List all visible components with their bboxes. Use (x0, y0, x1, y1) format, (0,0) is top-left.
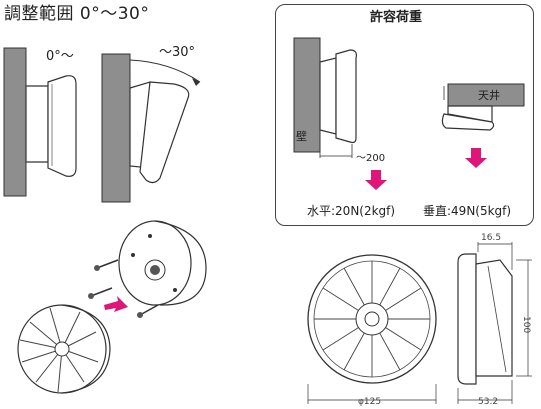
mount-body-0deg (25, 85, 49, 163)
screw-1 (94, 259, 119, 271)
wall-panel-mid (101, 53, 131, 203)
distance-label: 〜200 (356, 153, 386, 164)
angle-label-thirty: 〜30° (159, 45, 196, 60)
load-panel (275, 4, 534, 226)
dimension-height: 100 (521, 316, 531, 334)
horizontal-load-label: 水平:20N(2kgf) (307, 204, 396, 218)
load-title: 許容荷重 (370, 10, 423, 25)
vertical-load-label: 垂直:49N(5kgf) (423, 204, 512, 218)
side-view-profile (457, 253, 477, 385)
ceiling-label: 天井 (478, 89, 500, 102)
mount-cover-0deg (47, 75, 77, 177)
dimension-diameter: φ125 (358, 397, 382, 407)
mount-cover-30deg (139, 81, 190, 184)
dimension-depth: 53.2 (478, 397, 499, 407)
assembly-arrow (104, 296, 128, 312)
wall-label: 壁 (296, 130, 307, 143)
screw-2 (88, 287, 113, 299)
dimension-thickness: 16.5 (481, 233, 502, 243)
angle-label-zero: 0°〜 (46, 49, 74, 64)
vertical-load-arrow (465, 148, 487, 168)
screw-3 (137, 304, 159, 318)
page-title: 調整範囲 0°〜30° (4, 4, 150, 24)
wall-panel-left (3, 47, 27, 197)
horizontal-load-arrow (365, 170, 387, 190)
